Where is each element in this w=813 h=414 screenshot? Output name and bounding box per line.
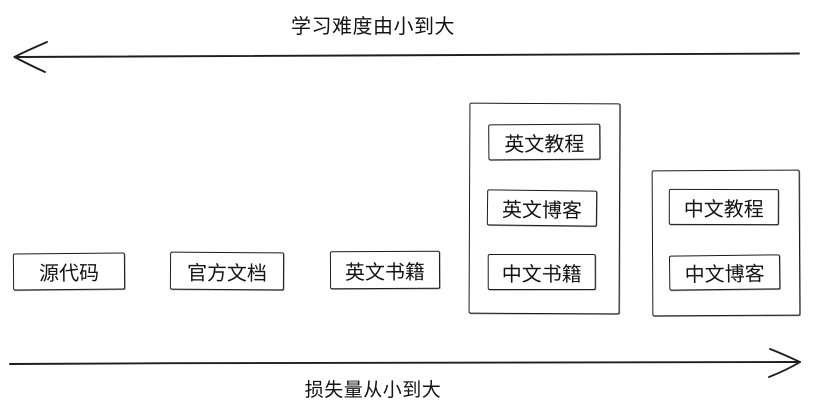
node-label: 中文教程 xyxy=(683,196,764,221)
node-chinese-tutorials: 中文教程 xyxy=(668,188,779,226)
node-label: 英文教程 xyxy=(504,131,585,156)
top-arrow-shaft xyxy=(15,52,800,58)
node-label: 中文博客 xyxy=(684,261,765,287)
group-chinese: 中文教程 中文博客 xyxy=(651,169,801,317)
node-english-tutorials: 英文教程 xyxy=(488,123,601,161)
bottom-axis-label: 损失量从小到大 xyxy=(304,379,442,401)
node-chinese-books: 中文书籍 xyxy=(487,253,596,291)
top-arrow-barb-lower xyxy=(13,56,46,73)
bottom-arrow-barb-upper xyxy=(769,348,801,363)
node-label: 英文博客 xyxy=(501,197,583,222)
left-arrow-icon xyxy=(13,41,800,73)
group-mixed-english: 英文教程 英文博客 中文书籍 xyxy=(468,102,621,315)
right-arrow-icon xyxy=(9,348,801,378)
node-english-blogs: 英文博客 xyxy=(486,189,598,227)
bottom-arrow-shaft xyxy=(9,360,801,365)
top-axis-label: 学习难度由小到大 xyxy=(291,14,455,38)
node-chinese-blogs: 中文博客 xyxy=(668,254,781,291)
node-english-books: 英文书籍 xyxy=(329,250,441,290)
node-source-code: 源代码 xyxy=(12,252,126,291)
node-label: 英文书籍 xyxy=(344,259,426,284)
node-label: 官方文档 xyxy=(186,260,268,285)
node-label: 源代码 xyxy=(38,260,100,286)
top-arrow-barb-upper xyxy=(13,41,48,58)
bottom-arrow-barb-lower xyxy=(768,361,801,378)
node-label: 中文书籍 xyxy=(501,261,582,286)
node-official-docs: 官方文档 xyxy=(169,251,285,291)
